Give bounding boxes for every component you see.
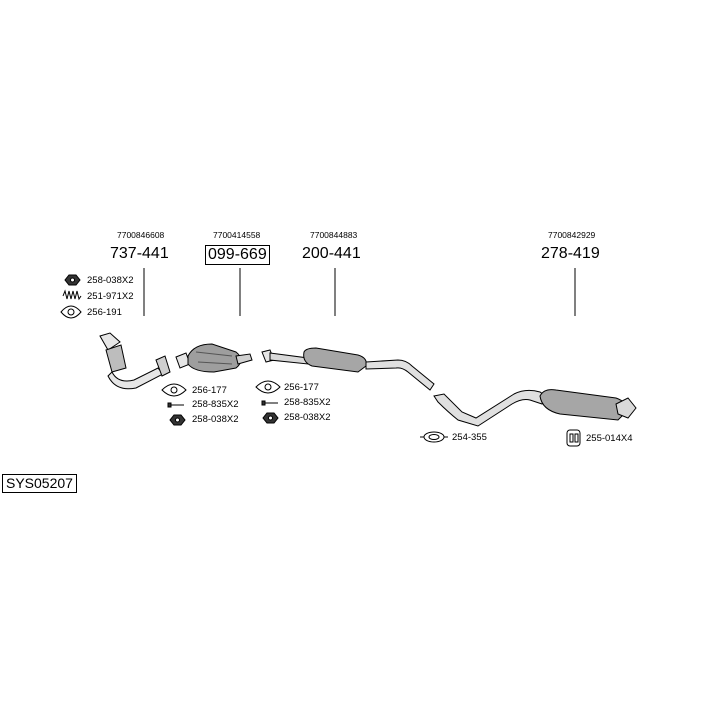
gasket-icon	[161, 383, 187, 397]
accessory-label[interactable]: 255-014X4	[586, 433, 633, 444]
nut-icon	[64, 274, 81, 286]
clamp-icon	[420, 431, 448, 443]
nut-icon	[262, 412, 279, 424]
oem-number: 7700414558	[213, 230, 261, 240]
part-number[interactable]: 737-441	[110, 245, 169, 262]
part-number-boxed[interactable]: 099-669	[205, 245, 270, 265]
system-code: SYS05207	[2, 474, 77, 493]
part-number[interactable]: 278-419	[541, 245, 600, 262]
accessory-label[interactable]: 256-177	[284, 382, 319, 393]
accessory-label[interactable]: 258-038X2	[284, 412, 331, 423]
accessory-label[interactable]: 254-355	[452, 432, 487, 443]
bolt-icon	[167, 402, 184, 408]
oem-number: 7700842929	[548, 230, 596, 240]
oem-number: 7700844883	[310, 230, 358, 240]
catalytic-converter-drawing	[175, 343, 253, 373]
part-number[interactable]: 200-441	[302, 245, 361, 262]
oem-number: 7700846608	[117, 230, 165, 240]
spring-icon	[62, 289, 82, 301]
rear-silencer-drawing	[433, 389, 637, 427]
accessory-label[interactable]: 256-177	[192, 385, 227, 396]
nut-icon	[169, 414, 186, 426]
accessory-label[interactable]: 258-835X2	[284, 397, 331, 408]
hanger-icon	[566, 429, 581, 447]
accessory-label[interactable]: 258-835X2	[192, 399, 239, 410]
accessory-label[interactable]: 258-038X2	[87, 275, 134, 286]
accessory-label[interactable]: 256-191	[87, 307, 122, 318]
front-pipe-drawing	[99, 332, 171, 390]
gasket-icon	[255, 380, 281, 394]
bolt-icon	[261, 400, 278, 406]
gasket-icon	[60, 305, 82, 319]
accessory-label[interactable]: 258-038X2	[192, 414, 239, 425]
accessory-label[interactable]: 251-971X2	[87, 291, 134, 302]
centre-silencer-drawing	[261, 347, 435, 391]
